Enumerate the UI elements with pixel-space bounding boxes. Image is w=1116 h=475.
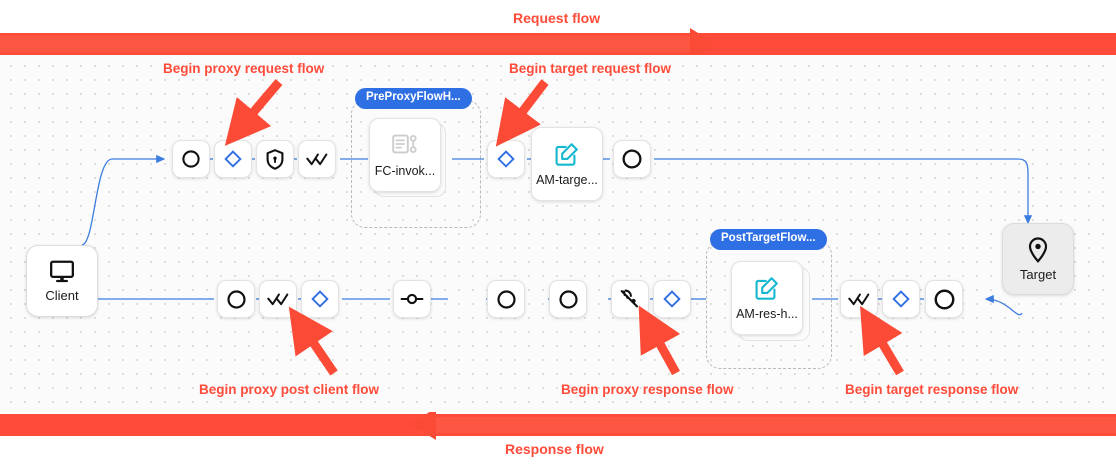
diamond-icon bbox=[663, 290, 681, 308]
policy-am-res-h-label: AM-res-h... bbox=[736, 307, 798, 322]
double-check-icon bbox=[306, 153, 328, 166]
circle-outline-icon bbox=[182, 150, 200, 168]
circle-outline-icon bbox=[934, 289, 954, 309]
annotation-begin-proxy-request-flow: Begin proxy request flow bbox=[163, 61, 325, 76]
circle-outline-icon bbox=[558, 289, 578, 309]
location-pin-icon bbox=[1028, 237, 1048, 263]
diamond-icon bbox=[224, 150, 242, 168]
response-flow-arrowhead-icon bbox=[410, 408, 436, 440]
node-res-post-client-start[interactable] bbox=[217, 280, 255, 318]
request-flow-arrowhead-icon bbox=[690, 28, 716, 60]
endpoint-client[interactable]: Client bbox=[26, 245, 98, 317]
annotation-begin-target-response-flow: Begin target response flow bbox=[845, 382, 1019, 397]
node-res-broadcast[interactable] bbox=[611, 280, 649, 318]
annotation-begin-proxy-response-flow: Begin proxy response flow bbox=[561, 382, 734, 397]
endpoint-client-label: Client bbox=[45, 288, 79, 303]
diamond-icon bbox=[497, 150, 515, 168]
response-flow-band-inner bbox=[420, 417, 1116, 433]
node-res-mid-a[interactable] bbox=[487, 280, 525, 318]
node-res-target-flow[interactable] bbox=[882, 280, 920, 318]
monitor-icon bbox=[50, 260, 74, 283]
diamond-icon bbox=[892, 290, 910, 308]
node-req-target-flow[interactable] bbox=[487, 140, 525, 178]
node-req-proxy-flow[interactable] bbox=[214, 140, 252, 178]
endpoint-target-label: Target bbox=[1019, 267, 1057, 282]
policy-am-target-label: AM-targe... bbox=[536, 173, 598, 188]
circle-outline-icon bbox=[496, 289, 516, 309]
double-check-icon bbox=[267, 293, 289, 306]
response-flow-label: Response flow bbox=[505, 441, 604, 457]
policy-fc-invoke[interactable]: FC-invok... bbox=[369, 118, 441, 192]
policy-am-res-h[interactable]: AM-res-h... bbox=[731, 261, 803, 335]
node-res-post-client-checks[interactable] bbox=[259, 280, 297, 318]
node-res-proxy-flow[interactable] bbox=[653, 280, 691, 318]
broadcast-icon bbox=[620, 289, 639, 308]
request-flow-label: Request flow bbox=[513, 10, 601, 26]
connector-wires bbox=[80, 154, 1033, 316]
policy-fc-invoke-label: FC-invok... bbox=[374, 164, 436, 179]
route-node-icon bbox=[400, 293, 424, 305]
flow-callout-icon bbox=[392, 134, 417, 154]
circle-outline-icon bbox=[226, 289, 246, 309]
flow-group-pill-post-target-flow-hook[interactable]: PostTargetFlow... bbox=[710, 229, 827, 250]
circle-outline-icon bbox=[622, 149, 642, 169]
shield-lock-icon bbox=[266, 148, 284, 170]
annotation-begin-target-request-flow: Begin target request flow bbox=[509, 61, 672, 76]
double-check-icon bbox=[848, 293, 870, 306]
node-res-target-checks[interactable] bbox=[840, 280, 878, 318]
diagram-canvas[interactable]: PreProxyFlowH... PostTargetFlow... Clien… bbox=[0, 55, 1116, 412]
request-flow-band-inner bbox=[0, 36, 705, 52]
request-flow-band bbox=[0, 33, 1116, 55]
node-req-checks[interactable] bbox=[298, 140, 336, 178]
node-req-security[interactable] bbox=[256, 140, 294, 178]
node-res-mid-b[interactable] bbox=[549, 280, 587, 318]
response-flow-band bbox=[0, 414, 1116, 436]
assign-message-icon bbox=[755, 277, 778, 300]
policy-am-target[interactable]: AM-targe... bbox=[531, 127, 603, 201]
assign-message-icon bbox=[555, 143, 578, 166]
node-req-start[interactable] bbox=[172, 140, 210, 178]
endpoint-target[interactable]: Target bbox=[1002, 223, 1074, 295]
node-res-route[interactable] bbox=[393, 280, 431, 318]
node-res-target-start[interactable] bbox=[925, 280, 963, 318]
annotation-begin-proxy-post-client-flow: Begin proxy post client flow bbox=[199, 382, 380, 397]
node-res-post-client-flow[interactable] bbox=[301, 280, 339, 318]
node-req-end[interactable] bbox=[613, 140, 651, 178]
diamond-icon bbox=[311, 290, 329, 308]
flow-group-pill-pre-proxy-flow-hook[interactable]: PreProxyFlowH... bbox=[355, 88, 472, 109]
